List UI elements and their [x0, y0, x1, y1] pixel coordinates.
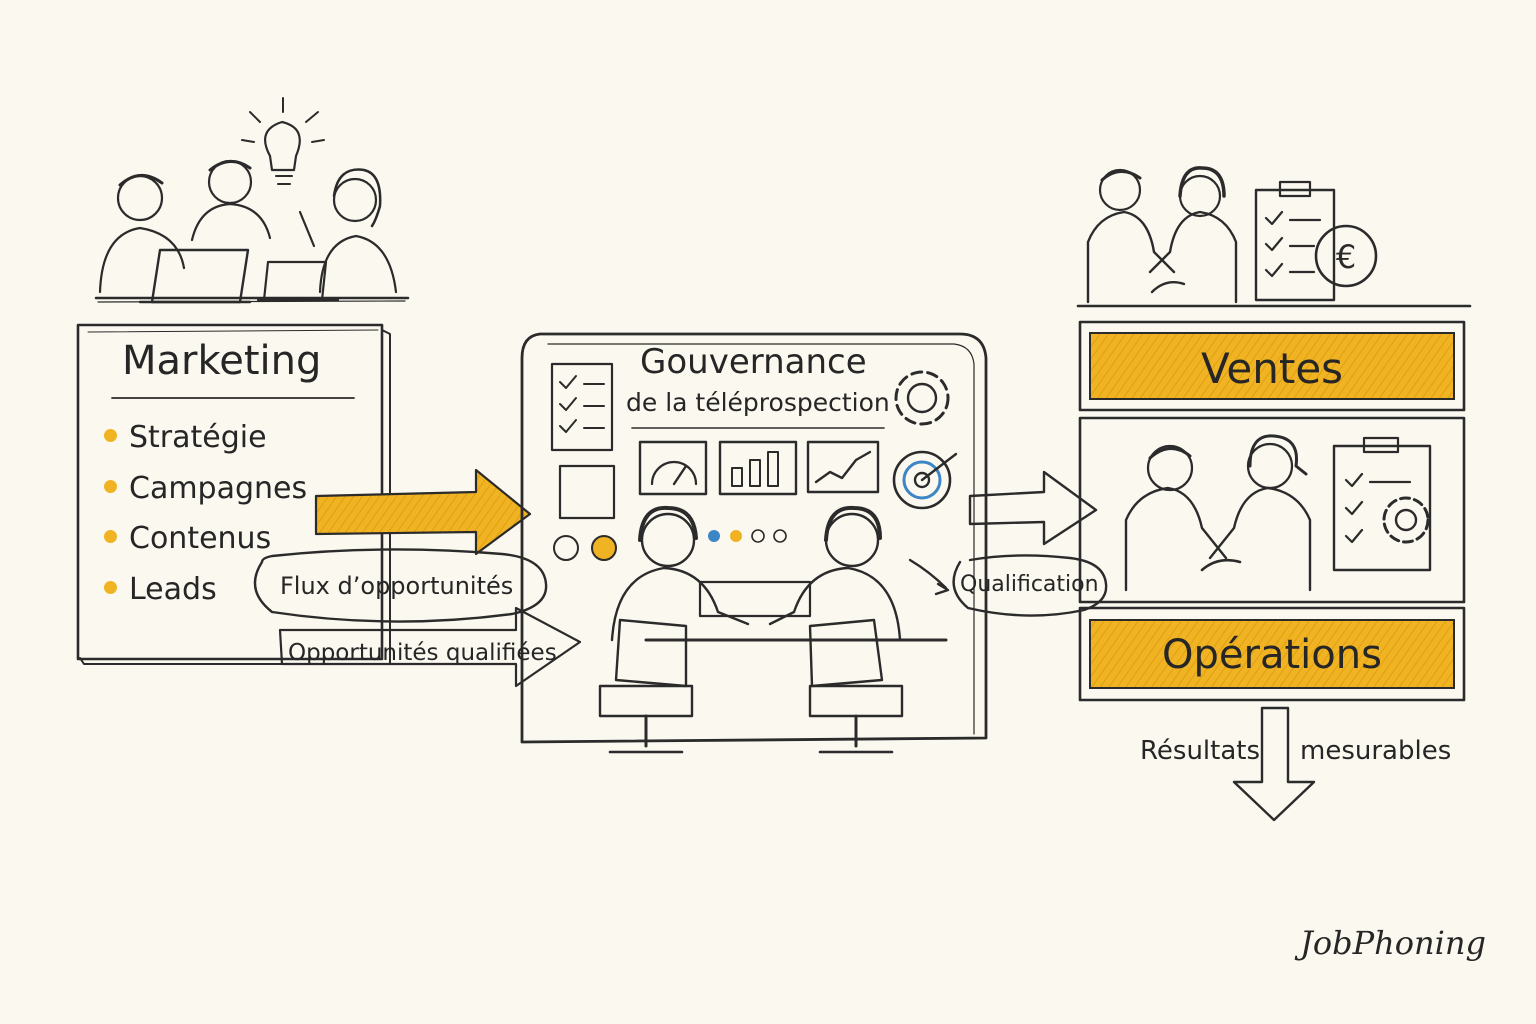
sales-operations-panel [1078, 320, 1466, 702]
checklist-icon [550, 362, 614, 452]
marketing-title: Marketing [122, 338, 322, 384]
headset-icon [610, 505, 750, 642]
laptop-icon [138, 248, 252, 304]
clipboard-icon [1254, 180, 1336, 302]
bullet-icon [104, 581, 117, 594]
qualified-opportunities-label: Opportunités qualifiées [288, 640, 557, 666]
governance-subtitle: de la téléprospection [626, 388, 890, 417]
gear-icon [894, 370, 950, 426]
qualification-label: Qualification [960, 572, 1099, 597]
bullet-icon [104, 429, 117, 442]
bullet-icon [104, 530, 117, 543]
marketing-item-leads: Leads [104, 572, 217, 607]
arrow-down-icon [1232, 706, 1316, 822]
qualified-arrow [278, 606, 582, 688]
governance-title: Gouvernance [640, 342, 867, 382]
svg-text:€: € [1336, 238, 1356, 276]
opportunity-flow-label: Flux d’opportunités [280, 572, 514, 600]
arrow-right-icon [314, 468, 532, 556]
line-chart-icon [806, 440, 880, 494]
marketing-item-contents: Contenus [104, 521, 271, 556]
sales-title: Ventes [1200, 344, 1344, 393]
handshake-icon [1200, 558, 1242, 572]
clipboard-icon [1332, 436, 1432, 572]
bar-chart-icon [718, 440, 798, 496]
flux-pill [253, 548, 548, 623]
governance-panel [520, 332, 988, 754]
brand-logo: JobPhoning [1300, 924, 1486, 962]
qualification-pill [952, 554, 1108, 617]
sales-team-illustration: € [1076, 166, 1472, 308]
bullet-icon [104, 480, 117, 493]
gear-icon [1382, 496, 1430, 544]
headset-icon [768, 505, 902, 642]
handshake-icon [1150, 281, 1186, 294]
operations-title: Opérations [1162, 632, 1382, 678]
results-label-left: Résultats [1140, 736, 1261, 766]
marketing-item-campaigns: Campagnes [104, 471, 307, 506]
marketing-item-strategy: Stratégie [104, 420, 267, 455]
results-label-right: mesurables [1300, 736, 1452, 766]
target-icon [892, 450, 958, 510]
euro-icon: € [1314, 224, 1378, 288]
arrow-right-icon [968, 470, 1098, 546]
lightbulb-icon [241, 97, 325, 185]
laptop-icon [256, 260, 340, 302]
marketing-team-illustration [94, 97, 410, 304]
gauge-icon [638, 440, 708, 496]
